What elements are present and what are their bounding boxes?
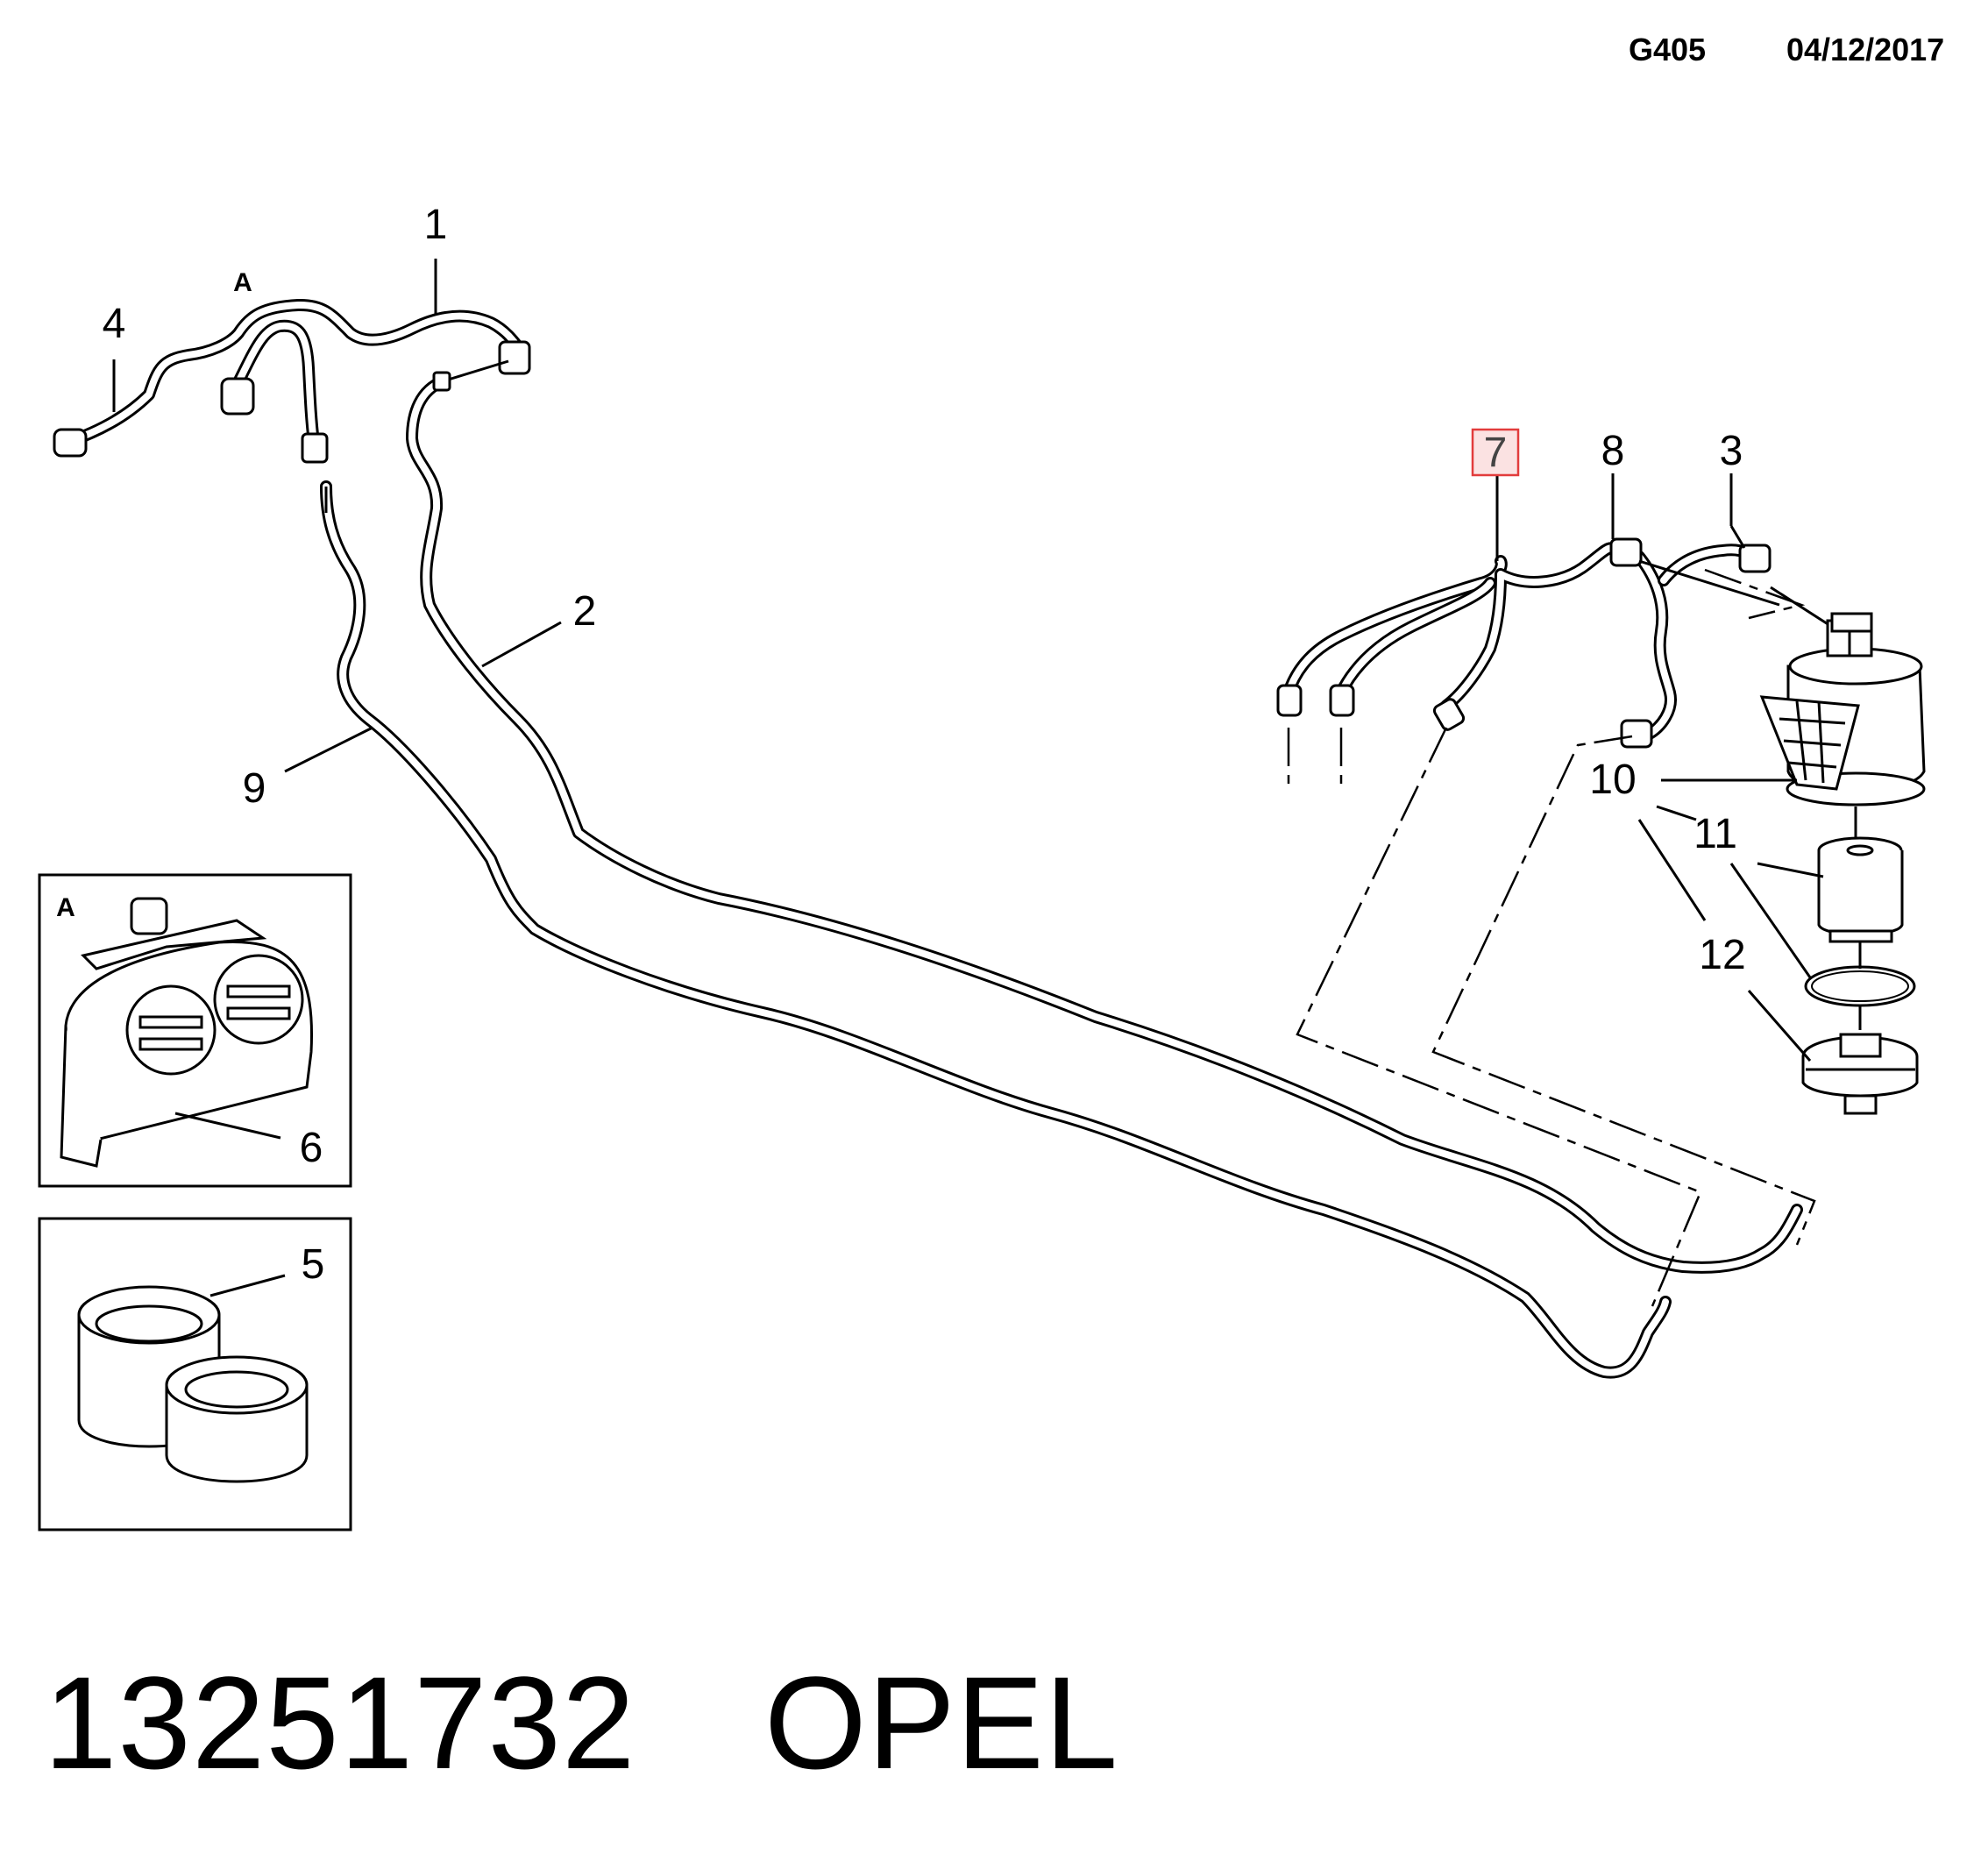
callout-4[interactable]: 4 <box>103 301 126 347</box>
connector-left <box>53 428 88 458</box>
hose-3 <box>1638 544 1780 607</box>
inset-clip-5: 5 <box>38 1217 352 1531</box>
hose-bundle-7 <box>1276 542 1623 789</box>
seal-ring-12 <box>1804 965 1916 1030</box>
callout-11[interactable]: 11 <box>1693 811 1737 857</box>
filter-11 <box>1817 836 1904 969</box>
diagram-date: 04/12/2017 <box>1786 32 1945 68</box>
callout-7-highlight <box>1471 428 1520 477</box>
callout-1[interactable]: 1 <box>424 202 448 248</box>
callout-numbers: 1 2 3 4 7 8 9 10 11 12 A <box>103 202 1746 978</box>
diagram-code: G405 <box>1629 32 1707 68</box>
callout-3[interactable]: 3 <box>1720 428 1743 474</box>
brand-name: OPEL <box>764 1649 1119 1796</box>
pipe-9 <box>320 480 1672 1379</box>
filter-cap <box>1801 1033 1919 1115</box>
harness-top-left <box>53 298 531 464</box>
connector-clip-a <box>220 377 255 416</box>
callout-9[interactable]: 9 <box>243 765 266 812</box>
leader-lines <box>112 259 1824 1062</box>
dashed-routing <box>1296 568 1816 1307</box>
clip-6 <box>60 897 314 1168</box>
canister-10 <box>1759 586 1926 842</box>
hose-8 <box>1609 537 1677 749</box>
pipe-2 <box>406 359 1803 1274</box>
clip-5 <box>77 1285 309 1483</box>
part-number: 13251732 <box>44 1649 636 1796</box>
connector-mid <box>301 432 329 464</box>
detail-view-marker-a: A <box>233 268 252 297</box>
inset-a-label: A <box>56 893 75 922</box>
callout-6[interactable]: 6 <box>300 1125 323 1171</box>
callout-5[interactable]: 5 <box>302 1241 325 1288</box>
callout-7[interactable]: 7 <box>1484 430 1508 476</box>
callout-2[interactable]: 2 <box>573 588 597 635</box>
connector-right <box>498 340 531 375</box>
callout-10[interactable]: 10 <box>1589 757 1636 803</box>
inset-a: A 6 <box>38 873 352 1188</box>
callout-12[interactable]: 12 <box>1699 932 1745 978</box>
callout-8[interactable]: 8 <box>1601 428 1625 474</box>
